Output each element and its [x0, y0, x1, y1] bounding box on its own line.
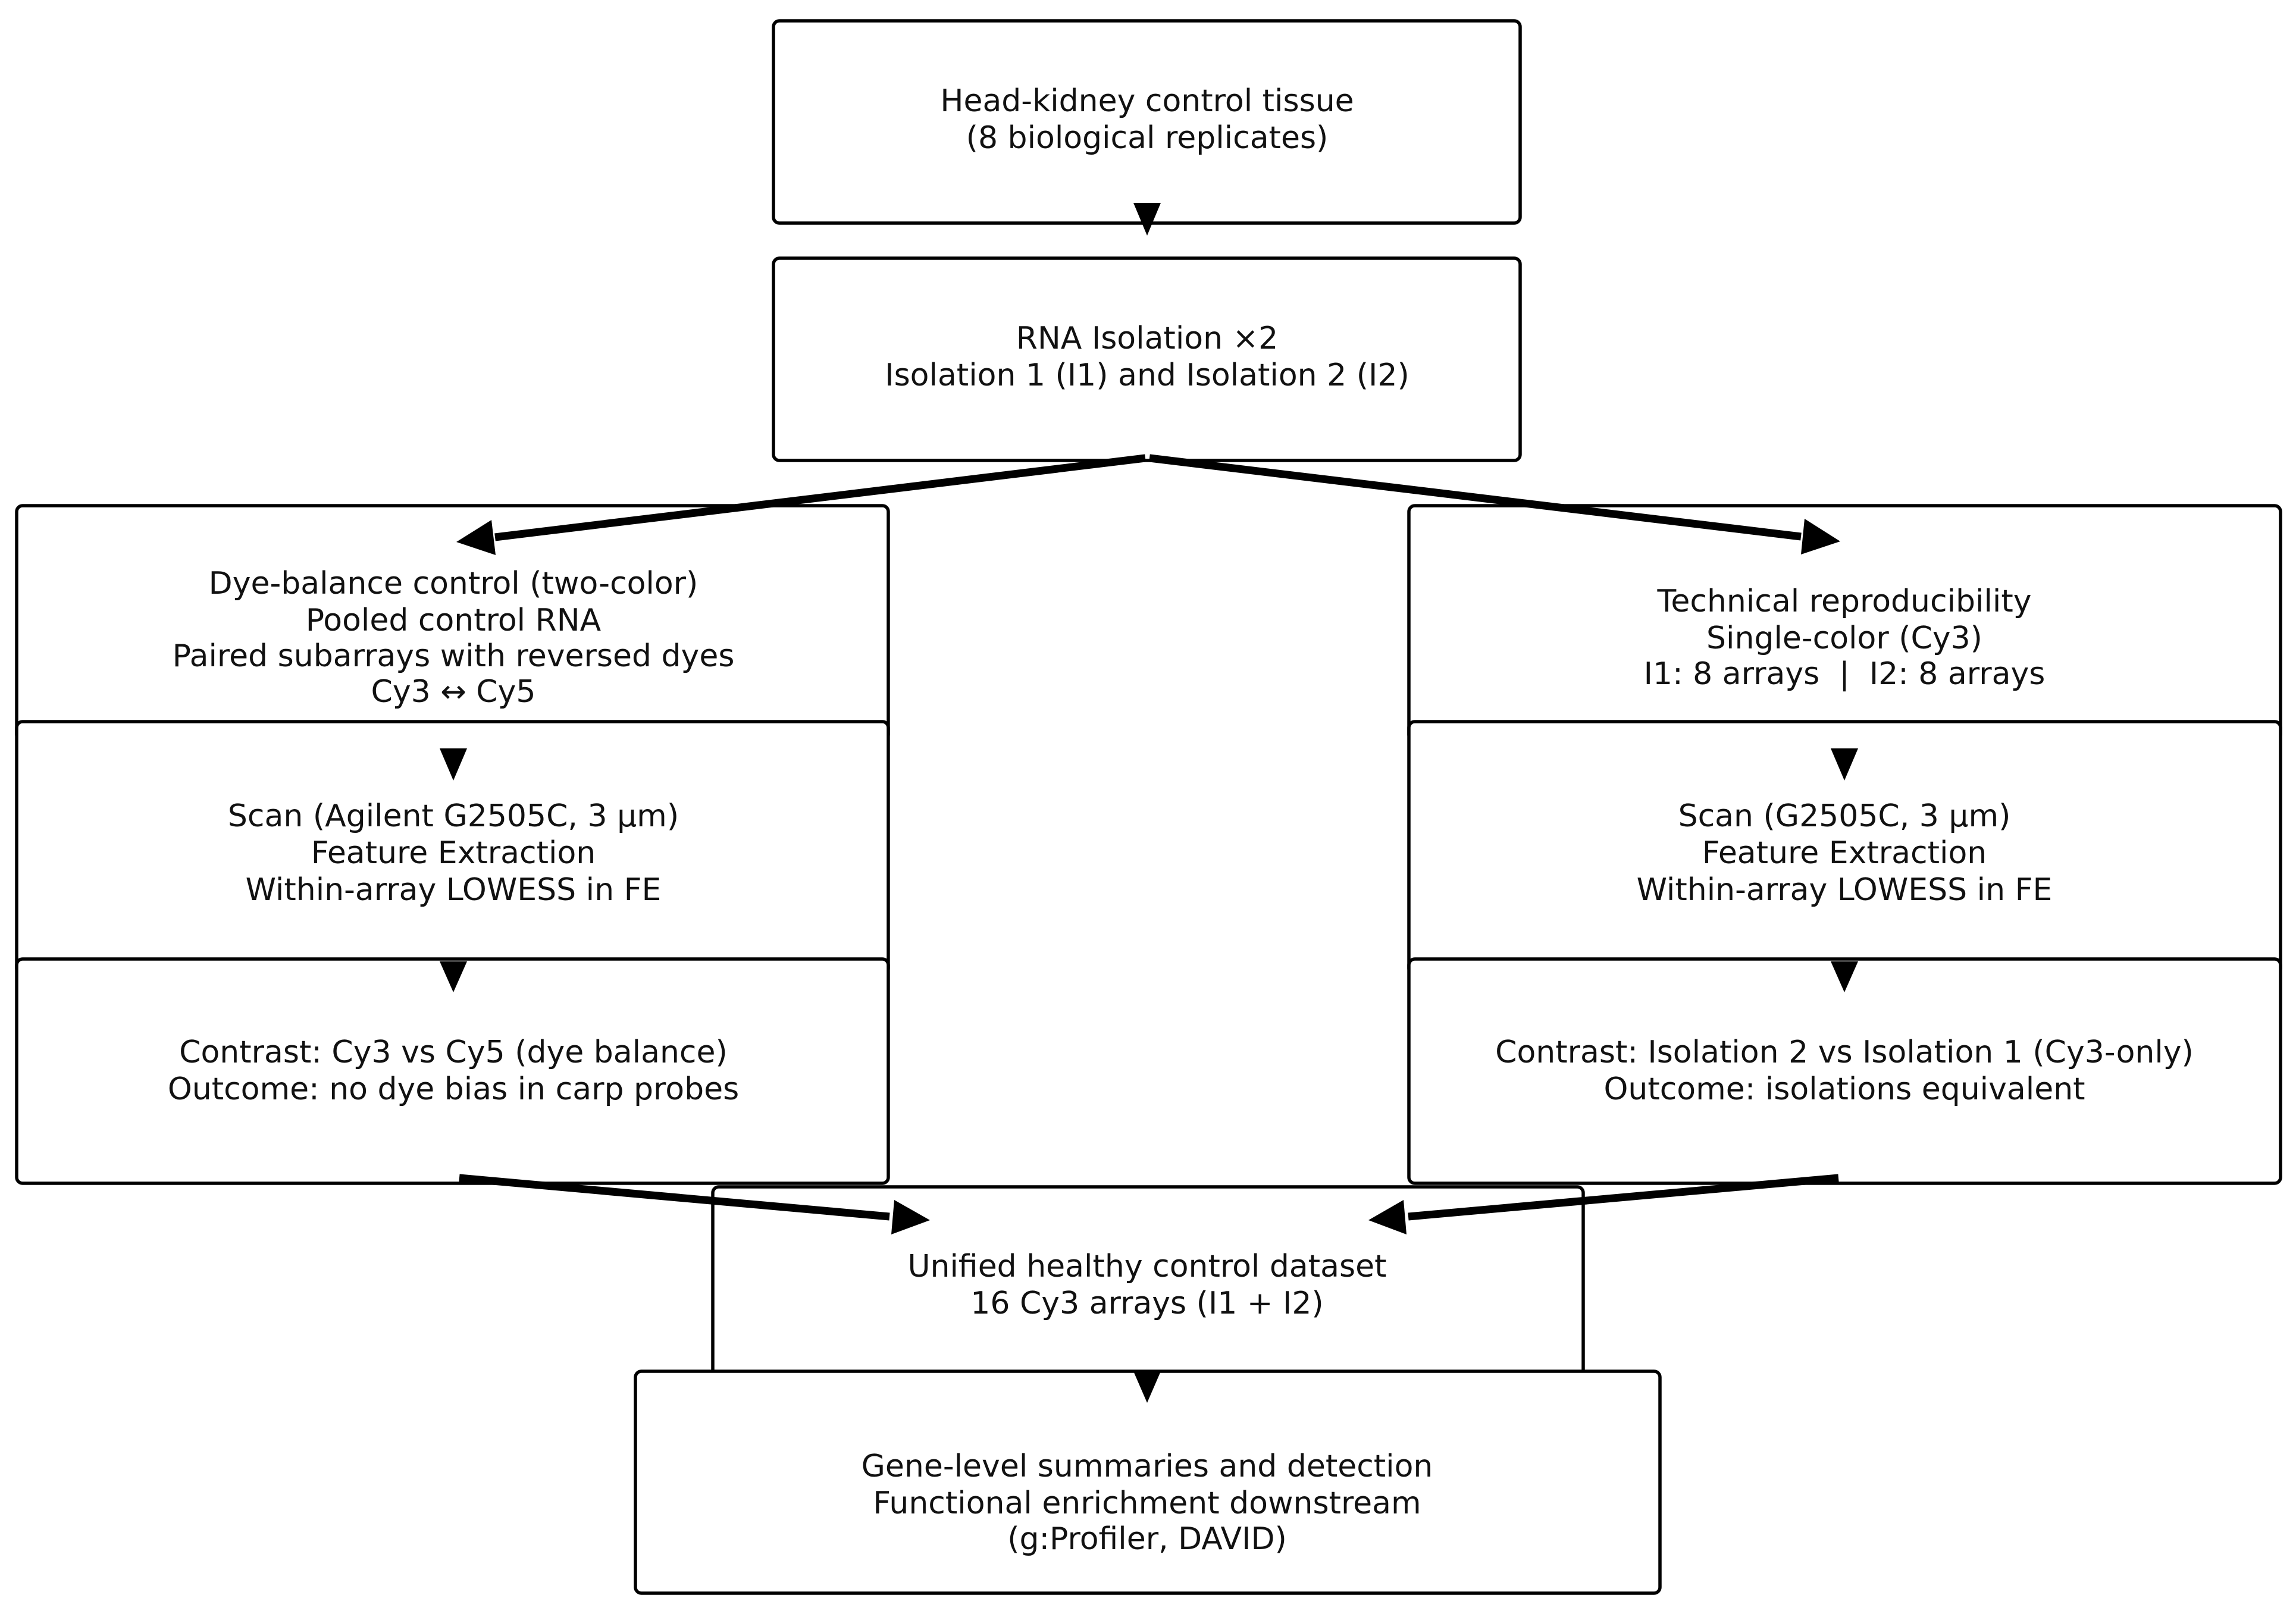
contrast-right-line-2: Outcome: isolations equivalent — [1603, 1071, 2085, 1107]
contrast-right-line-1: Contrast: Isolation 2 vs Isolation 1 (Cy… — [1495, 1035, 2194, 1070]
contrast-left-line-2: Outcome: no dye bias in carp probes — [168, 1071, 739, 1107]
technical-repro-box: Technical reproducibility Single-color (… — [1407, 504, 2282, 742]
technical-repro-line-2: Single-color (Cy3) — [1706, 620, 1982, 656]
unified-line-2: 16 Cy3 arrays (I1 + I2) — [970, 1286, 1323, 1321]
arrow-contrast-left-to-unified — [459, 1174, 930, 1234]
arrow-contrast-right-to-unified — [1368, 1174, 1839, 1234]
arrow-rna-to-dye-balance — [456, 454, 1146, 555]
rna-isolation-box: RNA Isolation ×2 Isolation 1 (I1) and Is… — [772, 256, 1522, 462]
scan-right-line-2: Feature Extraction — [1702, 835, 1987, 871]
dye-balance-line-2: Pooled control RNA — [306, 603, 602, 638]
arrow-rna-to-technical-repro — [1149, 454, 1840, 554]
scan-right-box: Scan (G2505C, 3 µm) Feature Extraction W… — [1407, 720, 2282, 976]
tissue-line-1: Head-kidney control tissue — [940, 83, 1354, 119]
arrow-scan-to-contrast-right — [1831, 961, 1858, 992]
tissue-line-2: (8 biological replicates) — [966, 120, 1329, 156]
arrow-scan-to-contrast-left — [440, 961, 467, 992]
gene-level-line-3: (g:Profiler, DAVID) — [1007, 1521, 1287, 1557]
rna-isolation-line-2: Isolation 1 (I1) and Isolation 2 (I2) — [885, 358, 1409, 393]
dye-balance-line-1: Dye-balance control (two-color) — [209, 566, 698, 601]
arrow-dye-to-scan-left — [440, 748, 467, 781]
dye-balance-line-4: Cy3 ↔ Cy5 — [371, 674, 536, 710]
arrow-tissue-to-rna — [1133, 203, 1161, 236]
scan-right-line-3: Within-array LOWESS in FE — [1637, 872, 2053, 908]
arrow-repro-to-scan-right — [1831, 748, 1858, 781]
rna-isolation-line-1: RNA Isolation ×2 — [1016, 321, 1278, 356]
scan-left-box: Scan (Agilent G2505C, 3 µm) Feature Extr… — [15, 720, 890, 976]
contrast-left-line-1: Contrast: Cy3 vs Cy5 (dye balance) — [179, 1035, 728, 1070]
contrast-left-box: Contrast: Cy3 vs Cy5 (dye balance) Outco… — [15, 957, 890, 1185]
technical-repro-line-3: I1: 8 arrays | I2: 8 arrays — [1644, 656, 2046, 692]
technical-repro-line-1: Technical reproducibility — [1656, 584, 2031, 619]
dye-balance-box: Dye-balance control (two-color) Pooled c… — [15, 504, 890, 742]
scan-left-line-1: Scan (Agilent G2505C, 3 µm) — [228, 798, 679, 834]
scan-left-line-3: Within-array LOWESS in FE — [246, 872, 662, 908]
arrow-unified-to-gene-level — [1133, 1371, 1161, 1403]
gene-level-box: Gene-level summaries and detection Funct… — [634, 1369, 1662, 1595]
scan-left-line-2: Feature Extraction — [311, 835, 596, 871]
tissue-box: Head-kidney control tissue (8 biological… — [772, 19, 1522, 225]
gene-level-line-2: Functional enrichment downstream — [873, 1485, 1421, 1521]
contrast-right-box: Contrast: Isolation 2 vs Isolation 1 (Cy… — [1407, 957, 2282, 1185]
dye-balance-line-3: Paired subarrays with reversed dyes — [173, 638, 735, 674]
unified-line-1: Unified healthy control dataset — [907, 1249, 1386, 1284]
gene-level-line-1: Gene-level summaries and detection — [862, 1449, 1433, 1484]
scan-right-line-1: Scan (G2505C, 3 µm) — [1678, 798, 2011, 834]
